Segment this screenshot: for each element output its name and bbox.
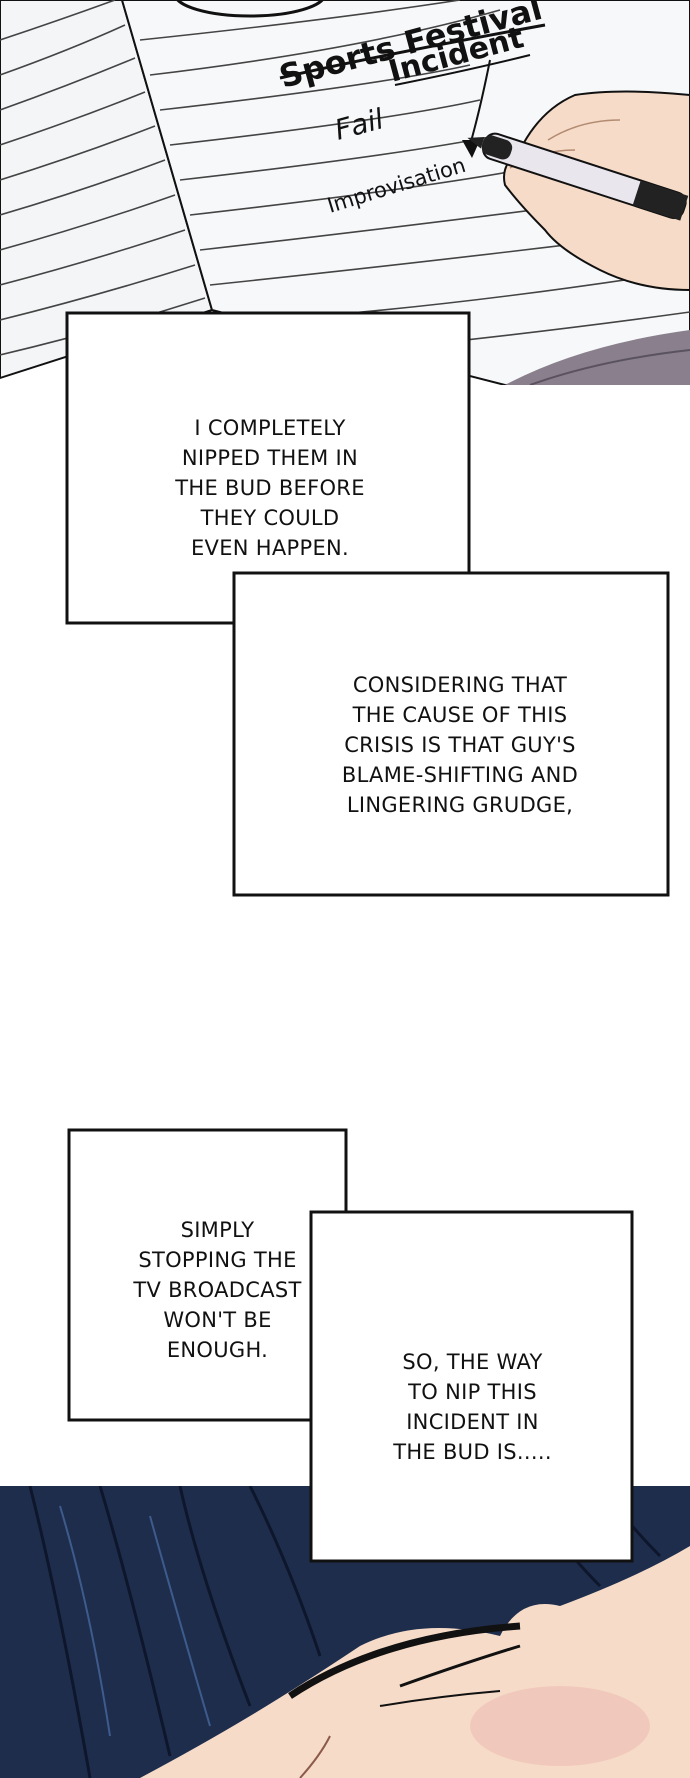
caption-box-outline <box>65 311 670 897</box>
caption-text-4: SO, THE WAY TO NIP THIS INCIDENT IN THE … <box>393 1350 552 1464</box>
notebook-panel: Sports Festival Incident Fail Improvisat… <box>0 0 690 385</box>
caption-text-3: SIMPLY STOPPING THE TV BROADCAST WON'T B… <box>133 1218 302 1362</box>
caption-box-outline-2 <box>67 1128 634 1563</box>
caption-group-1: I COMPLETELY NIPPED THEM IN THE BUD BEFO… <box>65 311 670 897</box>
caption-text-2: CONSIDERING THAT THE CAUSE OF THIS CRISI… <box>341 673 579 817</box>
caption-text-1: I COMPLETELY NIPPED THEM IN THE BUD BEFO… <box>175 416 365 560</box>
notebook-illustration: Sports Festival Incident Fail Improvisat… <box>0 0 690 385</box>
caption-group-2: SIMPLY STOPPING THE TV BROADCAST WON'T B… <box>67 1128 634 1563</box>
